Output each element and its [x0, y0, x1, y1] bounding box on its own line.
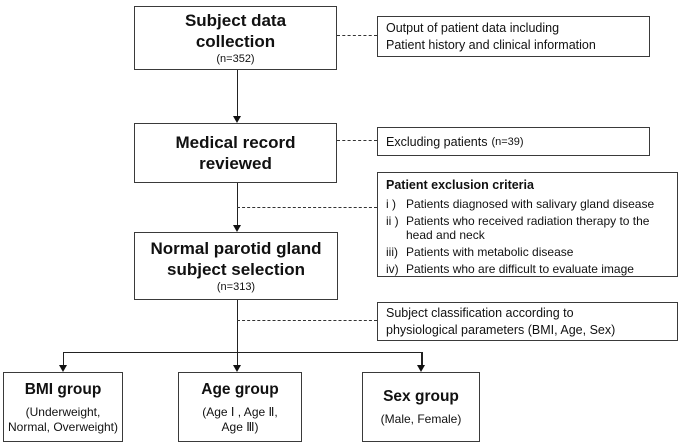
item-marker: iv): [386, 262, 399, 276]
arrow-down-icon: [58, 365, 67, 372]
exclusion-criteria-box: Patient exclusion criteria i ) Patients …: [377, 172, 678, 277]
flow-line-collection-to-review: [236, 70, 238, 116]
item-text: Patients who are difficult to evaluate i…: [406, 262, 634, 276]
subject-selection-box: Normal parotid gland subject selection (…: [134, 232, 338, 300]
output-note-box: Output of patient data including Patient…: [377, 16, 650, 57]
exclusion-criteria-title: Patient exclusion criteria: [386, 178, 534, 192]
medical-record-box: Medical record reviewed: [134, 123, 337, 183]
item-text: Patients who received radiation therapy …: [406, 214, 650, 242]
exclusion-criteria-item-2: ii ) Patients who received radiation the…: [386, 214, 669, 242]
dashed-connector-output: [337, 35, 377, 36]
exclusion-criteria-item-3: iii) Patients with metabolic disease: [386, 245, 669, 259]
item-marker: ii ): [386, 214, 399, 228]
flow-line-selection-to-branch: [236, 300, 238, 353]
item-marker: i ): [386, 197, 396, 211]
age-group-title: Age group: [201, 380, 279, 398]
subject-selection-count: (n=313): [216, 281, 256, 293]
age-group-box: Age group (Age Ⅰ , Age Ⅱ, Age Ⅲ): [178, 372, 302, 442]
excluding-note-count: (n=39): [491, 135, 524, 148]
sex-group-title: Sex group: [383, 388, 459, 405]
dashed-connector-classification: [237, 320, 377, 321]
output-note-text: Output of patient data including Patient…: [386, 20, 596, 52]
dashed-connector-criteria: [237, 207, 377, 208]
arrow-down-icon: [232, 365, 241, 372]
flow-line-review-to-selection: [236, 183, 238, 225]
subject-data-collection-count: (n=352): [216, 53, 255, 65]
branch-line-age: [236, 352, 238, 366]
branch-line-sex: [421, 352, 423, 366]
subject-data-collection-title: Subject data collection: [184, 11, 287, 51]
bmi-group-box: BMI group (Underweight, Normal, Overweig…: [3, 372, 123, 442]
bmi-group-subtitle: (Underweight, Normal, Overweight): [7, 404, 119, 434]
branch-horizontal-line: [62, 351, 423, 353]
item-text: Patients with metabolic disease: [406, 245, 574, 259]
subject-selection-title: Normal parotid gland subject selection: [150, 239, 322, 279]
item-text: Patients diagnosed with salivary gland d…: [406, 197, 655, 211]
classification-note-text: Subject classification according to phys…: [386, 305, 616, 337]
bmi-group-title: BMI group: [24, 380, 102, 398]
exclusion-criteria-item-1: i ) Patients diagnosed with salivary gla…: [386, 197, 669, 211]
excluding-note-text: Excluding patients: [386, 134, 488, 149]
arrow-down-icon: [417, 365, 425, 372]
excluding-note-box: Excluding patients (n=39): [377, 127, 650, 156]
subject-data-collection-box: Subject data collection (n=352): [134, 6, 337, 70]
sex-group-box: Sex group (Male, Female): [362, 372, 480, 442]
dashed-connector-excluding: [337, 140, 377, 141]
item-marker: iii): [386, 245, 398, 259]
classification-note-box: Subject classification according to phys…: [377, 302, 678, 341]
exclusion-criteria-item-4: iv) Patients who are difficult to evalua…: [386, 262, 669, 276]
arrow-down-icon: [232, 116, 241, 123]
arrow-down-icon: [232, 225, 241, 232]
sex-group-subtitle: (Male, Female): [380, 412, 462, 426]
branch-line-bmi: [62, 352, 64, 366]
age-group-subtitle: (Age Ⅰ , Age Ⅱ, Age Ⅲ): [202, 404, 278, 434]
medical-record-title: Medical record reviewed: [175, 133, 296, 173]
